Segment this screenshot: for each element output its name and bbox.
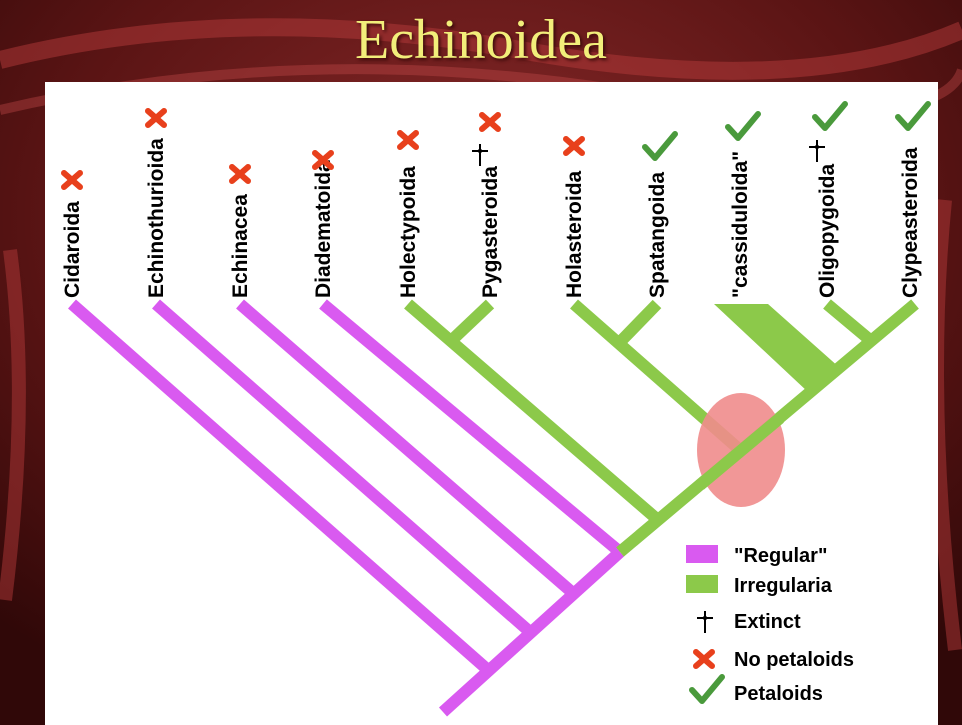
legend-no-petaloids-cross-icon (693, 649, 715, 669)
legend-label-petaloids: Petaloids (734, 683, 823, 705)
phylogeny-tree: Cidaroida Echinothurioida Echinacea Diadema… (61, 101, 931, 717)
branch-spatangoida (617, 299, 662, 345)
legend-swatch-regular (686, 545, 718, 563)
taxon-10-petaloid-check-icon (895, 101, 931, 131)
taxon-label: Echinacea (229, 194, 252, 298)
taxon-3-no-petaloid-cross-icon (312, 150, 334, 170)
taxon-label: Pygasteroida (479, 166, 502, 298)
taxon-label: "cassiduloida" (729, 151, 752, 298)
legend-swatch-irregular (686, 575, 718, 593)
taxon-label: Spatangoida (646, 172, 669, 298)
taxon-markers (61, 101, 931, 190)
branch-spine-over-oval (696, 413, 784, 490)
taxon-5-no-petaloid-cross-icon (479, 112, 501, 132)
legend-petaloids-check-icon (689, 674, 725, 704)
taxon-labels: Cidaroida Echinothurioida Echinacea Diadema… (61, 138, 922, 298)
branch-diadematoida (319, 299, 624, 557)
taxon-label: Diadematoida (312, 160, 335, 298)
branch-pygasteroida (447, 299, 495, 345)
taxon-7-petaloid-check-icon (642, 131, 678, 161)
branch-spine-regular (438, 547, 625, 717)
branch-cidaroida (68, 299, 492, 675)
legend-label-irregular: Irregularia (734, 575, 833, 597)
taxon-0-no-petaloid-cross-icon (61, 170, 83, 190)
legend-extinct-dagger-icon (697, 611, 713, 633)
taxon-label: Oligopygoida (816, 164, 839, 298)
taxon-1-no-petaloid-cross-icon (145, 108, 167, 128)
legend-label-no-petaloids: No petaloids (734, 649, 854, 671)
taxon-6-no-petaloid-cross-icon (563, 136, 585, 156)
page-title: Echinoidea (355, 9, 607, 71)
taxon-label: Cidaroida (61, 201, 84, 298)
taxon-9-petaloid-check-icon (812, 101, 848, 131)
tree-branches (68, 299, 919, 717)
taxon-5-extinct-dagger-icon (472, 144, 488, 166)
taxon-4-no-petaloid-cross-icon (397, 130, 419, 150)
branch-cassiduloida-wedge (714, 304, 840, 392)
diagram-panel: Cidaroida Echinothurioida Echinacea Diadema… (45, 82, 938, 725)
taxon-9-extinct-dagger-icon (809, 140, 825, 162)
branch-echinacea (236, 299, 578, 599)
branch-echinothurioida (152, 299, 534, 637)
taxon-2-no-petaloid-cross-icon (229, 164, 251, 184)
taxon-label: Holasteroida (563, 170, 586, 298)
taxon-label: Clypeasteroida (899, 147, 922, 298)
legend-label-extinct: Extinct (734, 611, 801, 633)
taxon-label: Holectypoida (397, 166, 420, 298)
branch-oligopygoida (823, 299, 874, 345)
branch-holectypoida (404, 299, 662, 525)
legend-label-regular: "Regular" (734, 545, 827, 567)
taxon-label: Echinothurioida (145, 138, 168, 298)
taxon-8-petaloid-check-icon (725, 111, 761, 141)
